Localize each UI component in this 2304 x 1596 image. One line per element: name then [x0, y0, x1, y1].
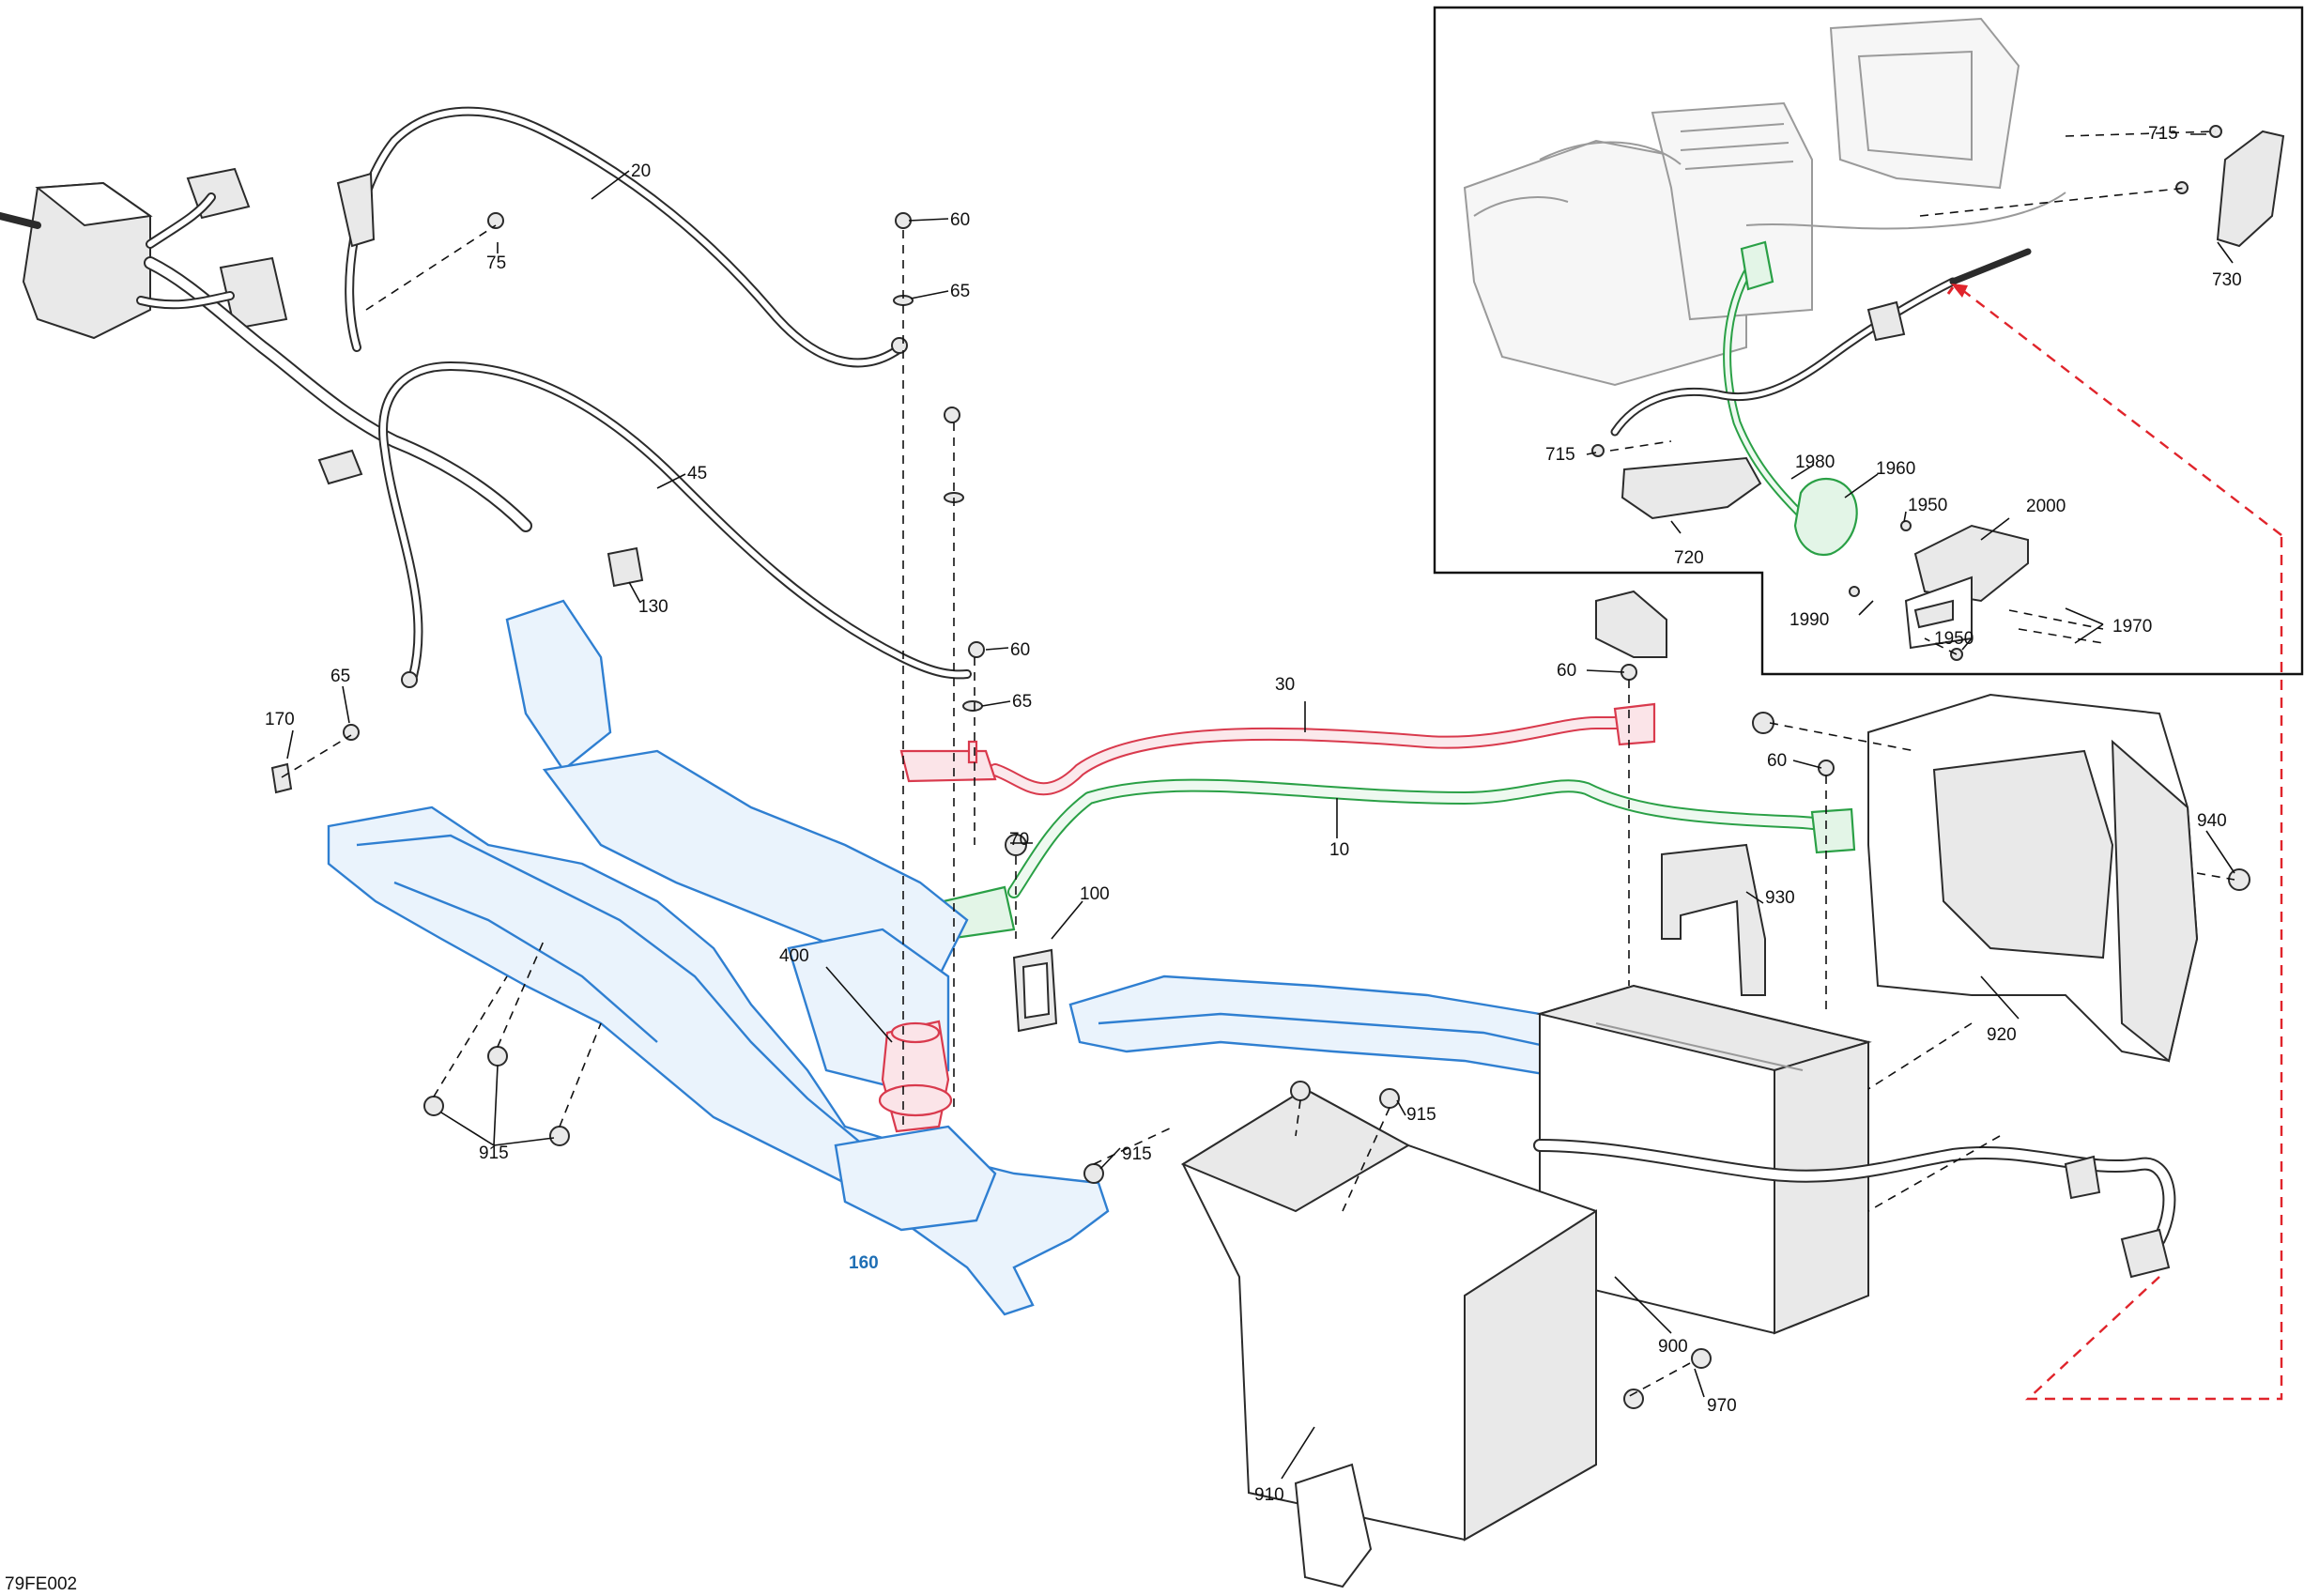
part-720 [1620, 456, 1762, 520]
callout-1950: 1950 [1934, 629, 1974, 649]
callout-1970: 1970 [2112, 617, 2152, 637]
connector-130 [607, 546, 644, 588]
cable-20 [336, 106, 908, 368]
detail-pointer [2024, 535, 2283, 1401]
callout-60: 60 [1767, 751, 1787, 771]
part-2000 [1913, 524, 2029, 603]
callout-400: 400 [779, 946, 809, 966]
cable-10-highlighted [942, 778, 1856, 941]
strap-930 [1661, 843, 1766, 996]
callout-970: 970 [1707, 1396, 1737, 1416]
callout-910: 910 [1254, 1485, 1284, 1505]
callout-65: 65 [330, 667, 350, 686]
callout-45: 45 [687, 464, 707, 483]
callout-160: 160 [849, 1253, 879, 1273]
cover-920 [1867, 693, 2199, 1063]
detail-pointer-arrow [1951, 284, 1968, 298]
part-400-highlighted [878, 1020, 953, 1133]
callout-715: 715 [2148, 124, 2178, 144]
callout-715: 715 [1545, 445, 1575, 465]
fasteners [270, 212, 2250, 1409]
callout-100: 100 [1080, 884, 1110, 904]
frame-160-highlighted [327, 599, 1711, 1316]
callout-720: 720 [1674, 548, 1704, 568]
callout-60: 60 [1010, 640, 1030, 660]
callout-70: 70 [1009, 830, 1029, 850]
callout-30: 30 [1275, 675, 1295, 695]
terminal-cap [1595, 590, 1667, 658]
callout-2000: 2000 [2026, 497, 2066, 516]
alignment-lines [281, 224, 2235, 1400]
callout-20: 20 [631, 161, 651, 181]
leader-lines [286, 170, 2235, 1480]
callout-1960: 1960 [1876, 459, 1915, 479]
cable-45 [378, 361, 972, 688]
callout-920: 920 [1987, 1025, 2017, 1045]
callout-730: 730 [2212, 270, 2242, 290]
callout-75: 75 [486, 253, 506, 273]
callout-900: 900 [1658, 1337, 1688, 1357]
part-100 [1012, 948, 1058, 1033]
callout-915: 915 [1406, 1105, 1436, 1125]
callout-65: 65 [950, 282, 970, 301]
callout-915: 915 [1122, 1144, 1152, 1164]
part-730 [2216, 130, 2285, 248]
callout-10: 10 [1329, 840, 1349, 860]
callout-1990: 1990 [1789, 610, 1829, 630]
detail-pointer-inset [1957, 285, 2282, 536]
cable-30-highlighted [899, 702, 1656, 796]
callout-1950: 1950 [1908, 496, 1947, 515]
harness-right [1533, 1139, 2176, 1279]
callout-60: 60 [1557, 661, 1576, 681]
callout-60: 60 [950, 210, 970, 230]
callout-1980: 1980 [1795, 453, 1835, 472]
callout-170: 170 [265, 710, 295, 729]
battery-tray-910 [1180, 1087, 1597, 1588]
callout-940: 940 [2197, 811, 2227, 831]
callout-labels: 20 75 60 65 45 130 65 170 60 65 30 60 60… [265, 124, 2242, 1505]
figure-code: 79FE002 [5, 1574, 77, 1594]
main-harness [0, 167, 532, 532]
callout-915: 915 [479, 1143, 509, 1163]
callout-130: 130 [638, 597, 668, 617]
callout-65: 65 [1012, 692, 1032, 712]
inset-detail-view [1433, 6, 2304, 676]
callout-930: 930 [1765, 888, 1795, 908]
